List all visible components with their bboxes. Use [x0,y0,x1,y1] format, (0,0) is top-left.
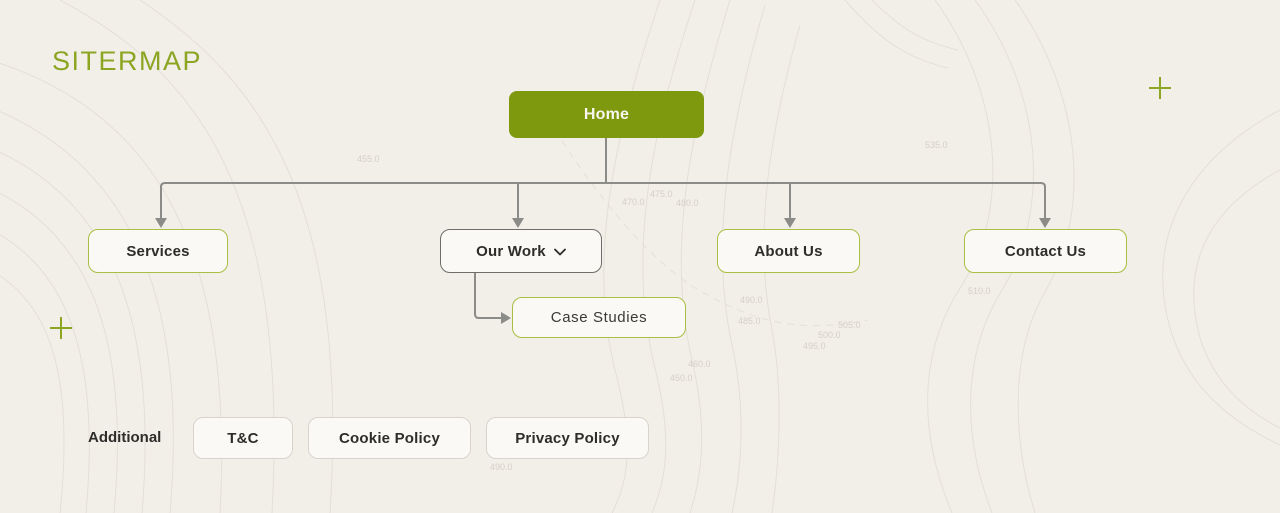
chevron-down-icon [553,248,566,256]
button-label: T&C [227,429,259,447]
node-our-work[interactable]: Our Work [440,229,602,273]
svg-text:510.0: 510.0 [968,286,991,296]
svg-text:535.0: 535.0 [925,140,948,150]
node-about-us[interactable]: About Us [717,229,860,273]
node-label: Home [583,105,630,123]
node-services[interactable]: Services [88,229,228,273]
svg-text:505.0: 505.0 [838,320,861,330]
svg-text:475.0: 475.0 [650,189,673,199]
node-case-studies[interactable]: Case Studies [512,297,686,338]
svg-text:490.0: 490.0 [740,295,763,305]
svg-text:455.0: 455.0 [357,154,380,164]
plus-icon [1149,77,1171,99]
node-label: Case Studies [550,309,648,326]
button-label: Cookie Policy [339,429,440,447]
node-label: About Us [754,242,823,260]
additional-label: Additional [88,429,162,446]
page-title: SITERMAP [52,46,203,76]
svg-text:500.0: 500.0 [818,330,841,340]
svg-text:450.0: 450.0 [670,373,693,383]
node-label: Our Work [476,242,546,260]
svg-text:480.0: 480.0 [676,198,699,208]
button-privacy-policy[interactable]: Privacy Policy [486,417,649,459]
button-cookie-policy[interactable]: Cookie Policy [308,417,471,459]
node-contact-us[interactable]: Contact Us [964,229,1127,273]
button-label: Privacy Policy [515,429,620,447]
node-label: Contact Us [1004,242,1087,260]
svg-text:490.0: 490.0 [490,462,513,472]
svg-text:495.0: 495.0 [803,341,826,351]
svg-text:470.0: 470.0 [622,197,645,207]
plus-icon [50,317,72,339]
node-label: Services [126,242,190,260]
svg-text:460.0: 460.0 [688,359,711,369]
button-terms-and-conditions[interactable]: T&C [193,417,293,459]
svg-text:485.0: 485.0 [738,316,761,326]
node-home[interactable]: Home [509,91,704,138]
